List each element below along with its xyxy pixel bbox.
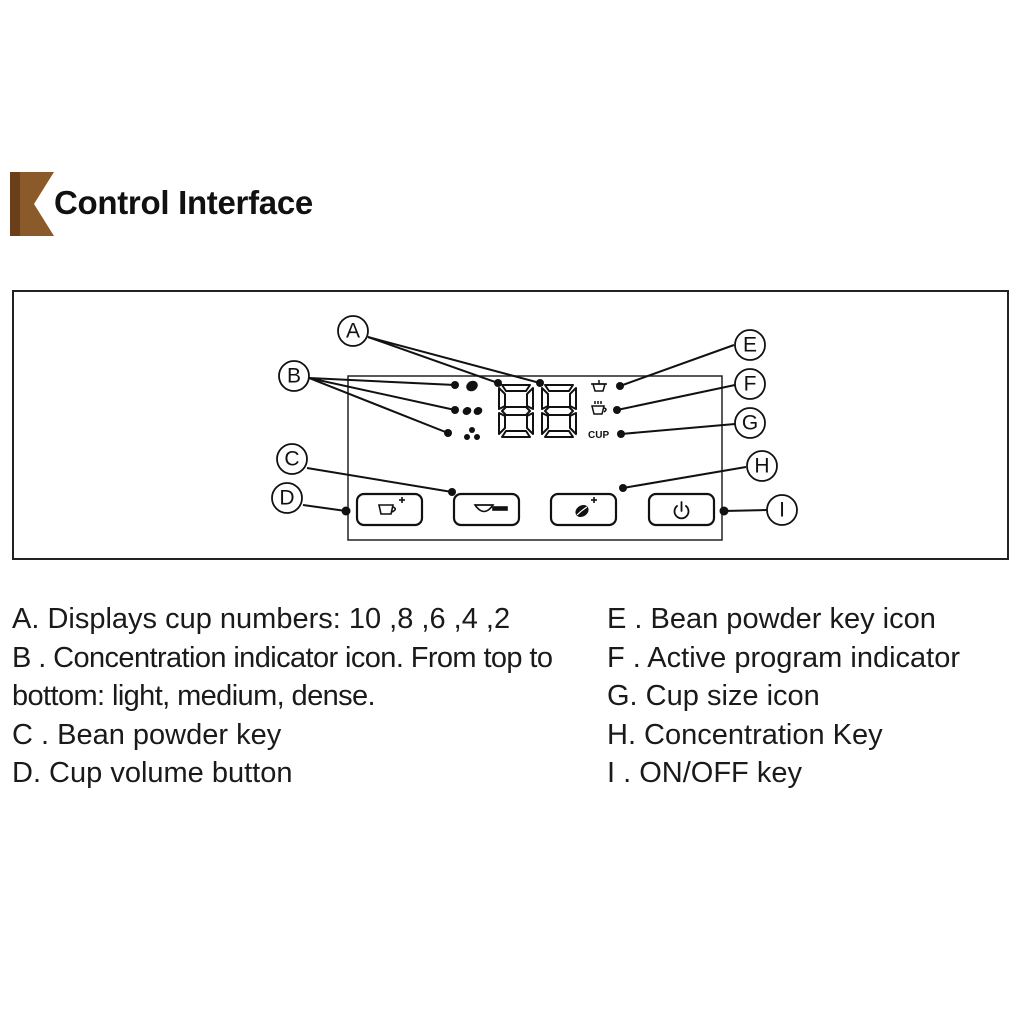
legend-item-h: H. Concentration Key xyxy=(607,718,883,751)
legend-item-g: G. Cup size icon xyxy=(607,680,820,712)
cup-volume-button[interactable] xyxy=(355,492,424,527)
callout-f: F xyxy=(744,373,757,396)
concentration-medium-icon xyxy=(462,407,483,415)
active-program-icon xyxy=(591,401,607,415)
callout-a: A xyxy=(346,320,360,343)
power-icon xyxy=(673,501,690,520)
bean-plus-icon xyxy=(575,497,597,518)
bean-powder-key-icon xyxy=(591,380,607,392)
header: Control Interface xyxy=(0,0,1024,240)
cup-size-icon: CUP xyxy=(588,430,609,441)
callout-i: I xyxy=(779,499,785,522)
callout-circles xyxy=(271,315,798,526)
brand-k-badge-icon xyxy=(10,172,54,236)
power-button[interactable] xyxy=(647,492,716,527)
legend-item-a: A. Displays cup numbers: 10 ,8 ,6 ,4 ,2 xyxy=(12,603,511,635)
callout-h: H xyxy=(754,455,769,478)
digit-display-88 xyxy=(498,384,577,438)
scoop-icon xyxy=(473,504,508,513)
bean-powder-button[interactable] xyxy=(452,492,521,527)
callout-d: D xyxy=(279,487,294,510)
cup-plus-icon xyxy=(378,497,405,515)
leader-lines xyxy=(302,336,768,512)
concentration-light-icon xyxy=(466,380,478,392)
concentration-button[interactable] xyxy=(549,492,618,527)
panel-inner-frame xyxy=(347,375,723,541)
callout-g: G xyxy=(742,412,758,435)
callout-b: B xyxy=(287,365,301,388)
legend-item-d: D. Cup volume button xyxy=(12,757,293,789)
legend-item-c: C . Bean powder key xyxy=(12,718,282,751)
panel-outer-frame xyxy=(12,290,1009,560)
legend-item-e: E . Bean powder key icon xyxy=(607,603,936,635)
legend-right: E . Bean powder key icon F . Active prog… xyxy=(607,600,1019,793)
callout-c: C xyxy=(284,448,299,471)
callout-e: E xyxy=(743,334,757,357)
legend-item-f: F . Active program indicator xyxy=(607,641,960,674)
legend-left: A. Displays cup numbers: 10 ,8 ,6 ,4 ,2 … xyxy=(12,600,592,793)
concentration-dense-icon xyxy=(464,427,480,440)
leader-dots xyxy=(341,379,729,516)
legend-item-i: I . ON/OFF key xyxy=(607,757,802,789)
legend-item-b: B . Concentration indicator icon. From t… xyxy=(12,641,553,713)
page-title: Control Interface xyxy=(54,184,313,221)
